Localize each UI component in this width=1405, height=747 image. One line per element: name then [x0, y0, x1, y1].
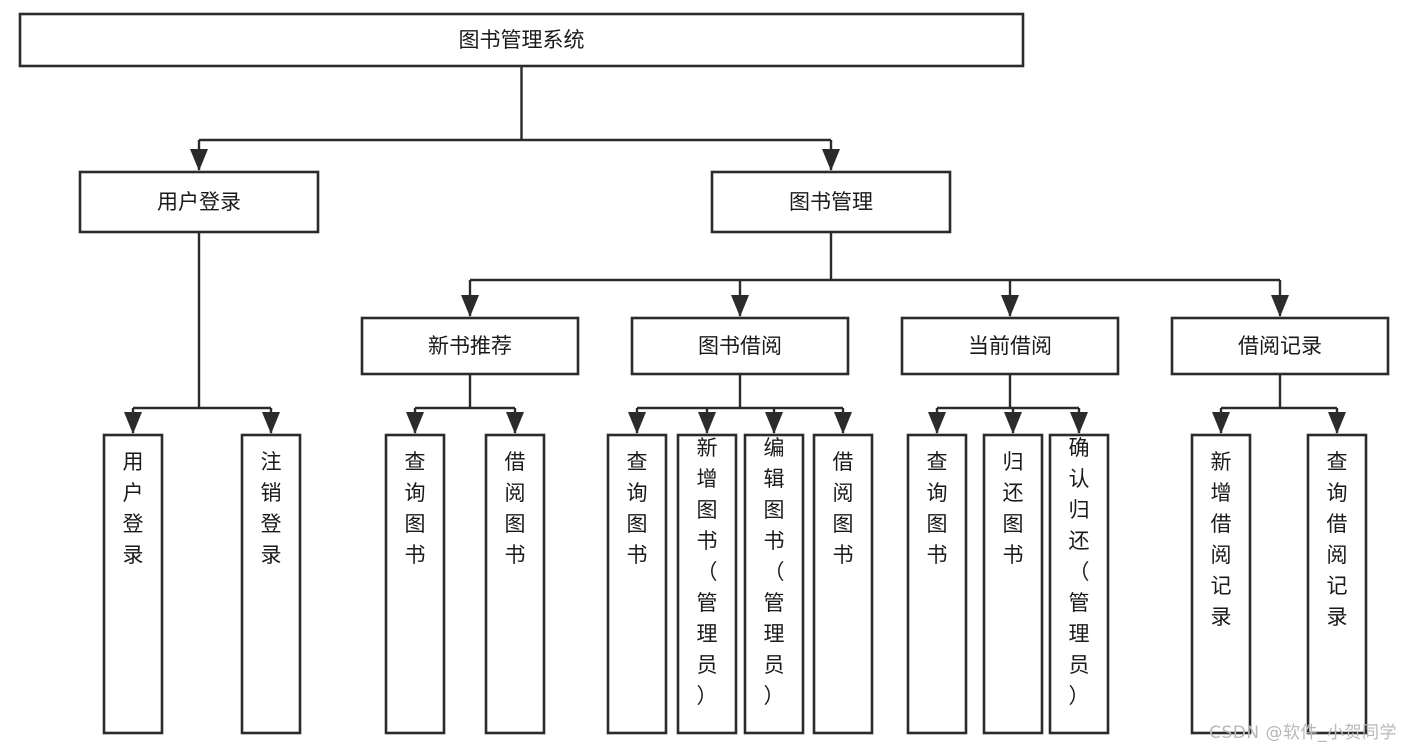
node-label-leaf-edit-book: 编辑图书（管理员） — [764, 436, 785, 708]
node-label-leaf-query-book-recommend: 查询图书 — [405, 450, 426, 567]
node-leaf-query-borrow-record[interactable]: 查询借阅记录 — [1306, 433, 1368, 735]
node-box-current-borrow — [900, 316, 1120, 376]
arrow-head-icon-new-book-recommend — [461, 295, 479, 317]
node-box-root — [18, 12, 1025, 68]
arrow-head-icon-leaf-add-borrow-record — [1212, 412, 1230, 434]
node-box-borrow-record — [1170, 316, 1390, 376]
node-box-leaf-query-book-recommend — [384, 433, 446, 735]
node-label-leaf-logout: 注销登录 — [261, 450, 282, 567]
arrow-head-icon-leaf-add-book — [698, 412, 716, 434]
node-label-user-login: 用户登录 — [157, 190, 241, 214]
node-box-leaf-confirm-return — [1048, 433, 1110, 735]
node-book-manage[interactable]: 图书管理 — [710, 170, 952, 234]
arrow-head-icon-book-manage — [822, 149, 840, 171]
node-leaf-borrow-book-recommend[interactable]: 借阅图书 — [484, 433, 546, 735]
node-box-leaf-add-borrow-record — [1190, 433, 1252, 735]
node-label-new-book-recommend: 新书推荐 — [428, 334, 512, 358]
node-leaf-logout[interactable]: 注销登录 — [240, 433, 302, 735]
node-box-leaf-return-book — [982, 433, 1044, 735]
node-label-leaf-query-borrow-record: 查询借阅记录 — [1327, 450, 1348, 629]
node-leaf-confirm-return[interactable]: 确认归还（管理员） — [1048, 433, 1110, 735]
arrow-head-icon-leaf-query-book-borrow — [628, 412, 646, 434]
node-box-leaf-user-login — [102, 433, 164, 735]
node-label-leaf-borrow-book-recommend: 借阅图书 — [505, 450, 526, 567]
arrow-head-icon-leaf-confirm-return — [1070, 412, 1088, 434]
arrow-head-icon-borrow-record — [1271, 295, 1289, 317]
node-label-root: 图书管理系统 — [459, 28, 585, 52]
arrow-head-icon-leaf-return-book — [1004, 412, 1022, 434]
node-box-book-borrow — [630, 316, 850, 376]
arrow-head-icon-leaf-edit-book — [765, 412, 783, 434]
node-leaf-borrow-book[interactable]: 借阅图书 — [812, 433, 874, 735]
node-label-leaf-borrow-book: 借阅图书 — [833, 450, 854, 567]
node-box-new-book-recommend — [360, 316, 580, 376]
node-leaf-query-book-current[interactable]: 查询图书 — [906, 433, 968, 735]
node-label-leaf-query-book-borrow: 查询图书 — [627, 450, 648, 567]
node-box-book-manage — [710, 170, 952, 234]
node-current-borrow[interactable]: 当前借阅 — [900, 316, 1120, 376]
node-box-leaf-query-book-current — [906, 433, 968, 735]
node-label-leaf-add-borrow-record: 新增借阅记录 — [1211, 450, 1232, 629]
node-label-leaf-return-book: 归还图书 — [1003, 450, 1024, 567]
arrow-head-icon-leaf-borrow-book-recommend — [506, 412, 524, 434]
node-label-leaf-add-book: 新增图书（管理员） — [697, 436, 718, 708]
node-label-book-borrow: 图书借阅 — [698, 334, 782, 358]
node-box-leaf-borrow-book — [812, 433, 874, 735]
csdn-watermark: CSDN @软件_小贺同学 — [1209, 723, 1397, 743]
node-label-leaf-query-book-current: 查询图书 — [927, 450, 948, 567]
node-box-leaf-edit-book — [743, 433, 805, 735]
node-leaf-add-borrow-record[interactable]: 新增借阅记录 — [1190, 433, 1252, 735]
arrow-head-icon-user-login — [190, 149, 208, 171]
nodes-layer: 图书管理系统用户登录图书管理新书推荐图书借阅当前借阅借阅记录用户登录注销登录查询… — [18, 12, 1390, 735]
arrow-head-icon-leaf-query-book-recommend — [406, 412, 424, 434]
connectors-layer — [124, 66, 1346, 434]
node-box-leaf-add-book — [676, 433, 738, 735]
node-label-book-manage: 图书管理 — [789, 190, 873, 214]
node-label-current-borrow: 当前借阅 — [968, 334, 1052, 358]
node-box-leaf-borrow-book-recommend — [484, 433, 546, 735]
arrow-head-icon-leaf-query-book-current — [928, 412, 946, 434]
node-box-leaf-query-borrow-record — [1306, 433, 1368, 735]
node-box-user-login — [78, 170, 320, 234]
node-leaf-add-book[interactable]: 新增图书（管理员） — [676, 433, 738, 735]
arrow-head-icon-book-borrow — [731, 295, 749, 317]
node-label-leaf-confirm-return: 确认归还（管理员） — [1069, 436, 1090, 708]
node-label-borrow-record: 借阅记录 — [1238, 334, 1322, 358]
node-box-leaf-logout — [240, 433, 302, 735]
node-book-borrow[interactable]: 图书借阅 — [630, 316, 850, 376]
node-borrow-record[interactable]: 借阅记录 — [1170, 316, 1390, 376]
arrow-head-icon-leaf-query-borrow-record — [1328, 412, 1346, 434]
arrow-head-icon-leaf-user-login — [124, 412, 142, 434]
arrow-head-icon-leaf-borrow-book — [834, 412, 852, 434]
arrow-head-icon-leaf-logout — [262, 412, 280, 434]
node-leaf-edit-book[interactable]: 编辑图书（管理员） — [743, 433, 805, 735]
node-root[interactable]: 图书管理系统 — [18, 12, 1025, 68]
node-leaf-return-book[interactable]: 归还图书 — [982, 433, 1044, 735]
node-user-login[interactable]: 用户登录 — [78, 170, 320, 234]
node-label-leaf-user-login: 用户登录 — [123, 450, 144, 567]
node-leaf-query-book-recommend[interactable]: 查询图书 — [384, 433, 446, 735]
node-leaf-query-book-borrow[interactable]: 查询图书 — [606, 433, 668, 735]
node-new-book-recommend[interactable]: 新书推荐 — [360, 316, 580, 376]
node-leaf-user-login[interactable]: 用户登录 — [102, 433, 164, 735]
node-box-leaf-query-book-borrow — [606, 433, 668, 735]
arrow-head-icon-current-borrow — [1001, 295, 1019, 317]
